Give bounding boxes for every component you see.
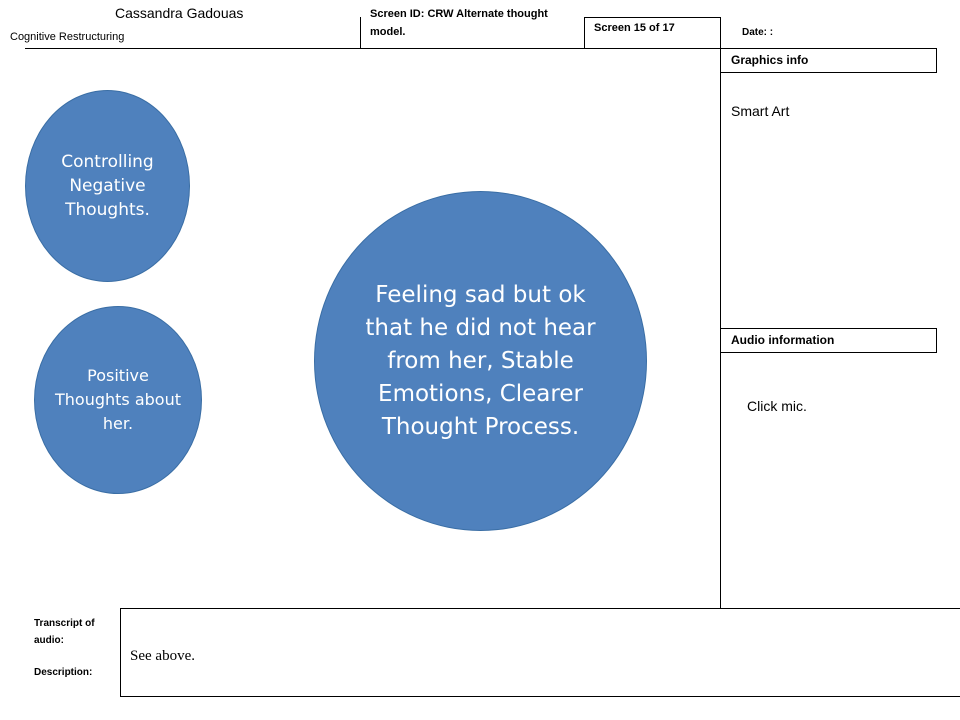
transcript-label: Transcript of audio: [34,618,95,646]
screen-number: Screen 15 of 17 [594,22,675,34]
header-divider [25,48,720,49]
circle-controlling-thoughts-label: Controlling Negative Thoughts. [61,152,154,220]
transcript-box[interactable] [120,608,960,697]
date-label: Date: : [742,27,774,38]
circle-positive-thoughts[interactable]: Positive Thoughts about her. [34,306,202,494]
header-separator-1 [360,17,361,48]
audio-info-header: Audio information [720,328,937,353]
header-separator-2 [584,17,585,48]
graphics-info-value: Smart Art [731,103,790,119]
side-panel-divider [720,17,721,608]
circle-central-outcome-label: Feeling sad but ok that he did not hear … [365,281,596,440]
description-label: Description: [34,667,93,678]
audio-info-value: Click mic. [747,398,807,414]
circle-central-outcome[interactable]: Feeling sad but ok that he did not hear … [314,191,647,531]
screen-id: Screen ID: CRW Alternate thought model. [370,8,548,38]
header-top-line [584,17,720,18]
circle-positive-thoughts-label: Positive Thoughts about her. [55,366,181,433]
graphics-info-header: Graphics info [720,48,937,73]
transcript-text: See above. [130,648,195,664]
course-title: Cognitive Restructuring [10,31,125,43]
circle-controlling-thoughts[interactable]: Controlling Negative Thoughts. [25,90,190,282]
author-name: Cassandra Gadouas [115,5,244,21]
